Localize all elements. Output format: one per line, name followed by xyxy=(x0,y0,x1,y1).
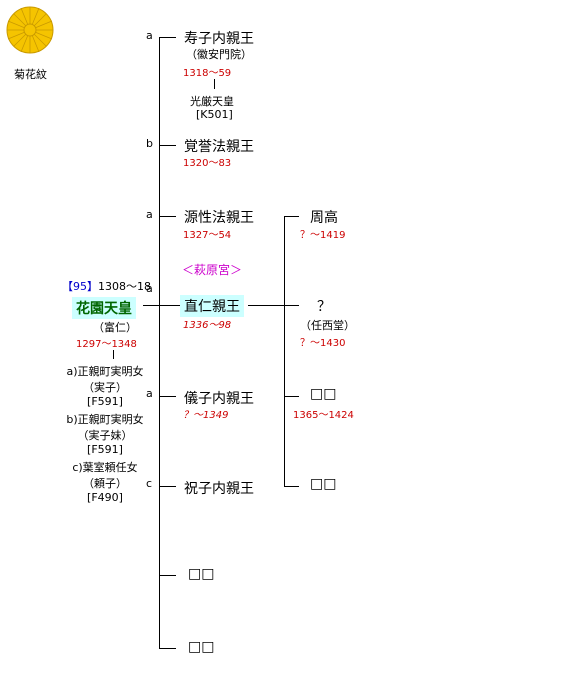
grandchild-connector xyxy=(248,305,299,306)
father-era: 【95】1308～18 xyxy=(62,280,151,293)
child-4-dates: 1336～98 xyxy=(183,320,232,331)
child-5-name: 儀子内親王 xyxy=(184,391,254,407)
father-connector xyxy=(143,305,180,306)
child-tick-8 xyxy=(159,648,176,649)
child-tick-1 xyxy=(159,37,176,38)
father-alias: （富仁） xyxy=(93,321,137,334)
child-1-spouse-code: [K501] xyxy=(196,108,233,121)
child-1-dates: 1318～59 xyxy=(183,68,232,79)
child-1-spouse: 光厳天皇 xyxy=(190,95,234,108)
child-1-name: 寿子内親王 xyxy=(184,31,254,47)
grandchild-2-name: ？ xyxy=(317,299,331,315)
child-tick-7 xyxy=(159,575,176,576)
child-4-name: 直仁親王 xyxy=(180,295,244,317)
mother-b: b)正親町実明女 （実子妹） [F591] xyxy=(66,413,144,456)
grandchild-3-dates: 1365～1424 xyxy=(293,410,354,421)
child-3-mother-letter: a xyxy=(146,208,153,221)
child-1-mother-letter: a xyxy=(146,29,153,42)
child-tick-3 xyxy=(159,216,176,217)
grandchild-3-name: □□ xyxy=(310,386,337,402)
grandchild-2-alias: （任西堂） xyxy=(300,319,355,332)
spouse-connector xyxy=(214,79,215,89)
child-tick-2 xyxy=(159,145,176,146)
grandchild-4-name: □□ xyxy=(310,476,337,492)
child-4-mother-letter: a xyxy=(146,282,153,295)
father-dates: 1297～1348 xyxy=(76,339,137,350)
child-2-dates: 1320～83 xyxy=(183,158,232,169)
child-6-name: 祝子内親王 xyxy=(184,481,254,497)
grandchild-2-dates: ？～1430 xyxy=(300,338,346,349)
grandchild-1-name: 周高 xyxy=(310,210,338,226)
child-tick-6 xyxy=(159,486,176,487)
child-2-mother-letter: b xyxy=(146,137,153,150)
father-name: 花園天皇 xyxy=(72,297,136,319)
mother-c: c)葉室頼任女 （頼子） [F490] xyxy=(72,461,138,504)
mother-a: a)正親町実明女 （実子） [F591] xyxy=(66,365,144,408)
crest-label: 菊花紋 xyxy=(14,68,47,81)
grandchildren-trunk xyxy=(284,216,285,486)
child-8-name: □□ xyxy=(188,639,215,655)
grandchild-1-dates: ？～1419 xyxy=(300,230,346,241)
grandchild-tick-1 xyxy=(284,216,299,217)
child-5-mother-letter: a xyxy=(146,387,153,400)
child-6-mother-letter: c xyxy=(146,477,153,490)
child-3-dates: 1327～54 xyxy=(183,230,232,241)
child-3-name: 源性法親王 xyxy=(184,210,254,226)
child-4-house: ＜萩原宮＞ xyxy=(182,263,243,277)
father-mothers-connector xyxy=(113,350,114,359)
grandchild-tick-4 xyxy=(284,486,299,487)
child-2-name: 覚誉法親王 xyxy=(184,139,254,155)
chrysanthemum-crest-icon xyxy=(6,6,54,54)
child-tick-5 xyxy=(159,396,176,397)
child-1-alias: （徽安門院） xyxy=(186,48,252,61)
grandchild-tick-3 xyxy=(284,396,299,397)
child-5-dates: ？～1349 xyxy=(183,410,229,421)
child-7-name: □□ xyxy=(188,566,215,582)
children-trunk xyxy=(159,37,160,648)
